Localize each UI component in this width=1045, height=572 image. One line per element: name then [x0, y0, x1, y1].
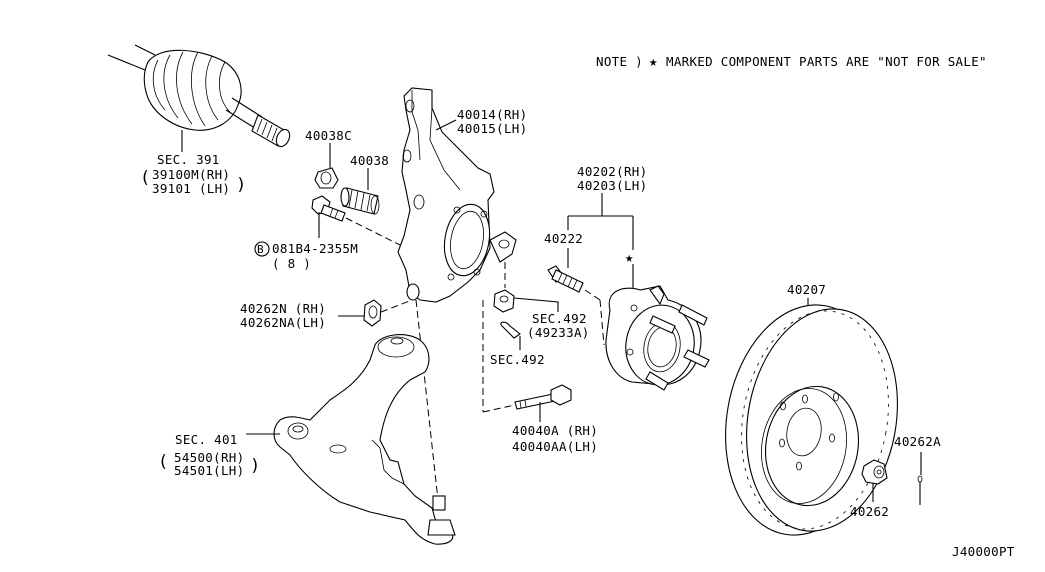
nut-knuckle-callout: 40262N (RH) 40262NA(LH) [240, 301, 326, 330]
drive-shaft-sec-label: SEC. 391 [157, 152, 220, 167]
washer-part-label: 40038C [305, 128, 352, 143]
lower-arm-sec-label: SEC. 401 [175, 432, 238, 447]
nut-knuckle-part-rh: 40262N (RH) [240, 301, 326, 316]
sec492-nut-sec-label: SEC.492 [532, 311, 587, 326]
wheel-nut-drawing[interactable] [861, 459, 888, 502]
hub-bolt-drawing[interactable] [547, 265, 605, 346]
not-for-sale-star-icon: ★ [625, 250, 634, 266]
knuckle-bolt-part-lh: 40040AA(LH) [512, 439, 598, 454]
knuckle-bolt-drawing[interactable] [482, 300, 572, 422]
drive-shaft-callout: SEC. 391 ( 39100M(RH) 39101 (LH) ) [140, 152, 247, 196]
knuckle-bolt-part-rh: 40040A (RH) [512, 423, 598, 438]
knuckle-bolt-callout: 40040A (RH) 40040AA(LH) [512, 423, 598, 454]
knuckle-part-lh: 40015(LH) [457, 121, 527, 136]
cotter-pin-part-label: 40262A [894, 434, 941, 449]
cotter-clip-drawing[interactable] [500, 321, 521, 350]
knuckle-part-rh: 40014(RH) [457, 107, 527, 122]
stud-40038-drawing[interactable] [340, 168, 380, 215]
diagram-code: J40000PT [952, 544, 1015, 559]
steering-knuckle-drawing[interactable] [397, 87, 517, 303]
brake-rotor-drawing[interactable] [708, 292, 914, 548]
stud-part-label: 40038 [350, 153, 389, 168]
tie-rod-nut-drawing[interactable] [493, 262, 559, 313]
nut-40262n-drawing[interactable] [338, 299, 413, 327]
lower-arm-part-lh: 54501(LH) [174, 463, 244, 478]
bolt-081b4-drawing[interactable] [311, 195, 411, 251]
bolt-badge: B [257, 243, 264, 256]
sec492-clip-label: SEC.492 [490, 352, 545, 367]
lower-arm-drawing[interactable] [246, 299, 456, 545]
hub-assembly-part-rh: 40202(RH) [577, 164, 647, 179]
bolt-qty-label: ( 8 ) [272, 256, 311, 271]
bracket-open: ( [158, 452, 169, 472]
sec492-nut-callout: SEC.492 (49233A) [527, 311, 590, 340]
bracket-close: ) [236, 175, 247, 195]
sec492-nut-part-label: (49233A) [527, 325, 590, 340]
hub-assembly-callout: 40202(RH) 40203(LH) [577, 164, 647, 193]
rotor-part-label: 40207 [787, 282, 826, 297]
hub-assembly-part-lh: 40203(LH) [577, 178, 647, 193]
bolt-part-label: 081B4-2355M [272, 241, 358, 256]
drive-shaft-drawing[interactable] [107, 44, 292, 152]
note-prefix: NOTE ) [596, 54, 643, 69]
hub-assembly-leader [567, 193, 634, 292]
note-text: MARKED COMPONENT PARTS ARE "NOT FOR SALE… [666, 54, 987, 69]
note: NOTE ) ★ MARKED COMPONENT PARTS ARE "NOT… [596, 54, 987, 70]
wheel-hub-drawing[interactable] [605, 285, 710, 391]
bolt-callout: B 081B4-2355M ( 8 ) [254, 241, 358, 271]
cotter-pin-drawing[interactable] [917, 452, 923, 505]
nut-knuckle-part-lh: 40262NA(LH) [240, 315, 326, 330]
drive-shaft-part-rh: 39100M(RH) [152, 167, 230, 182]
wheel-nut-part-label: 40262 [850, 504, 889, 519]
knuckle-callout: 40014(RH) 40015(LH) [457, 107, 527, 136]
hub-bolt-part-label: 40222 [544, 231, 583, 246]
washer-40038c-drawing[interactable] [314, 143, 339, 189]
bracket-close: ) [250, 456, 261, 476]
drive-shaft-part-lh: 39101 (LH) [152, 181, 230, 196]
lower-arm-callout: SEC. 401 ( 54500(RH) 54501(LH) ) [158, 432, 261, 478]
star-icon: ★ [649, 54, 658, 70]
bracket-open: ( [140, 168, 151, 188]
lower-arm-part-rh: 54500(RH) [174, 450, 244, 465]
